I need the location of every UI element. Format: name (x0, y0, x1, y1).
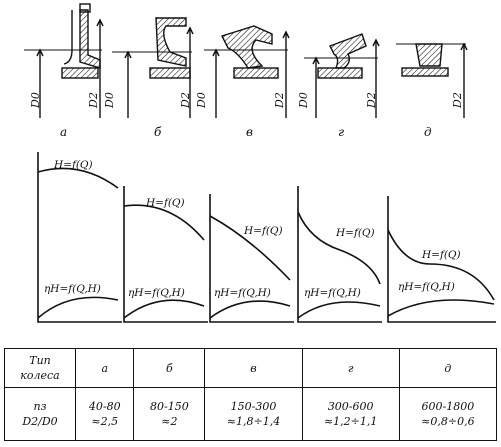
impeller-e-letter: д (424, 125, 432, 139)
curve-d-h-label: H=f(Q) (336, 227, 375, 239)
table-ratio-value: ≈0,8÷0,6 (421, 415, 475, 428)
table-type-cell: г (301, 348, 400, 388)
table-row-label-ns: nз (33, 400, 47, 413)
impeller-b-drawing (112, 17, 194, 118)
table-row: nз D2/D0 40-80 ≈2,5 80-150 ≈2 150-300 ≈1… (4, 387, 498, 441)
table-row-label-ratio: D2/D0 (22, 415, 58, 428)
curve-c-eta-label: ηH=f(Q,H) (214, 287, 271, 299)
table-ratio-value: ≈2 (161, 415, 178, 428)
table-value-cell: 40-80 ≈2,5 (74, 387, 135, 441)
table-header-label-2: колеса (20, 369, 60, 382)
characteristic-curves (37, 152, 496, 323)
table-type-cell: в (204, 348, 303, 388)
table-type-cell: а (74, 348, 135, 388)
impeller-b-letter: б (154, 125, 162, 139)
table-ratio-value: ≈1,2÷1,1 (323, 415, 378, 428)
table-ratio-value: ≈1,8÷1,4 (226, 415, 281, 428)
table-header-label-1: Тип (29, 354, 51, 367)
impeller-a-letter: a (60, 125, 68, 139)
table-ns-value: 600-1800 (421, 400, 475, 413)
curve-d-eta-label: ηH=f(Q,H) (304, 287, 361, 299)
table-value-cell: 150-300 ≈1,8÷1,4 (204, 387, 303, 441)
table-ns-value: 150-300 (230, 400, 277, 413)
curve-panel-e (387, 196, 496, 323)
curve-a-h-label: H=f(Q) (54, 159, 93, 171)
impeller-type-table: Тип колеса а б в г д nз D2/D0 40-80 ≈2,5… (4, 348, 498, 441)
curve-a-eta-label: ηH=f(Q,H) (44, 283, 101, 295)
curve-b-eta-label: ηH=f(Q,H) (128, 287, 185, 299)
curve-e-eta-label: ηH=f(Q,H) (398, 281, 455, 293)
table-ns-value: 40-80 (88, 400, 121, 413)
table-type-cell: д (398, 348, 498, 388)
curve-panel-d (297, 186, 382, 323)
impeller-d-drawing (304, 33, 380, 118)
curve-c-h-label: H=f(Q) (244, 225, 283, 237)
impeller-c-letter: в (246, 125, 253, 139)
impeller-a-drawing (24, 3, 104, 118)
table-ratio-value: ≈2,5 (91, 415, 119, 428)
curve-panel-b (123, 186, 208, 323)
table-type-cell: б (133, 348, 206, 388)
table-row-label-cell: nз D2/D0 (4, 387, 76, 441)
table-ns-value: 80-150 (150, 400, 189, 413)
curve-b-h-label: H=f(Q) (146, 197, 185, 209)
curve-e-h-label: H=f(Q) (422, 249, 461, 261)
table-header-label-cell: Тип колеса (4, 348, 76, 388)
impeller-sketches (24, 3, 468, 118)
impeller-c-drawing (204, 25, 290, 118)
impeller-d-letter: г (338, 125, 345, 139)
table-value-cell: 300-600 ≈1,2÷1,1 (301, 387, 400, 441)
table-header-row: Тип колеса а б в г д (4, 348, 498, 388)
curve-panel-c (209, 194, 294, 323)
table-value-cell: 600-1800 ≈0,8÷0,6 (398, 387, 498, 441)
table-value-cell: 80-150 ≈2 (133, 387, 206, 441)
table-ns-value: 300-600 (327, 400, 374, 413)
curve-panel-a (37, 152, 122, 323)
impeller-e-drawing (396, 42, 468, 118)
